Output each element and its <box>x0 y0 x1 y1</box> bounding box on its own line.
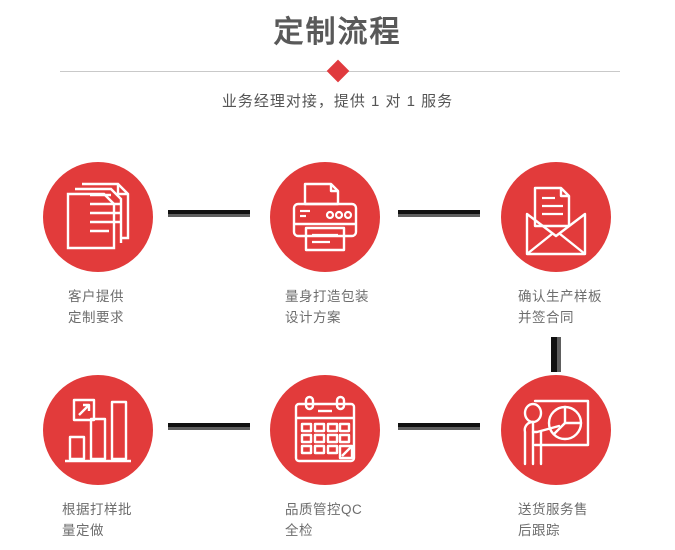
step-4-caption: 根据打样批 量定做 <box>62 499 212 541</box>
step-5-caption: 品质管控QC 全检 <box>285 499 435 541</box>
step-2-icon-circle[interactable] <box>270 162 380 272</box>
step-5-line1: 品质管控QC <box>285 502 363 517</box>
bar-chart-growth-icon <box>65 398 131 463</box>
step-3-caption: 确认生产样板 并签合同 <box>518 286 668 328</box>
connector-bar-3-6-vertical <box>551 337 561 372</box>
step-5-line2: 全检 <box>285 523 313 538</box>
page-title: 定制流程 <box>273 16 402 49</box>
connector-bar-5-6 <box>398 423 480 430</box>
diamond-marker-icon <box>326 59 350 83</box>
step-6-line1: 送货服务售 <box>518 502 588 517</box>
envelope-document-icon <box>525 186 587 256</box>
step-1-icon-circle[interactable] <box>43 162 153 272</box>
page-subtitle: 业务经理对接，提供 1 对 1 服务 <box>221 93 454 110</box>
step-1-line1: 客户提供 <box>68 289 124 304</box>
step-1-line2: 定制要求 <box>68 310 124 325</box>
connector-bar-4-5 <box>168 423 250 430</box>
presentation-pie-chart-icon <box>523 399 590 466</box>
step-6-caption: 送货服务售 后跟踪 <box>518 499 668 541</box>
documents-stack-icon <box>66 182 130 250</box>
step-4-icon-circle[interactable] <box>43 375 153 485</box>
step-5-icon-circle[interactable] <box>270 375 380 485</box>
step-2-line1: 量身打造包装 <box>285 289 369 304</box>
step-4-line1: 根据打样批 <box>62 502 132 517</box>
printer-icon <box>292 182 358 252</box>
step-3-line1: 确认生产样板 <box>518 289 602 304</box>
calendar-check-icon <box>294 395 356 463</box>
step-4-line2: 量定做 <box>62 523 104 538</box>
step-3-icon-circle[interactable] <box>501 162 611 272</box>
connector-bar-2-3 <box>398 210 480 217</box>
step-2-caption: 量身打造包装 设计方案 <box>285 286 435 328</box>
step-3-line2: 并签合同 <box>518 310 574 325</box>
step-1-caption: 客户提供 定制要求 <box>68 286 218 328</box>
step-6-icon-circle[interactable] <box>501 375 611 485</box>
connector-bar-1-2 <box>168 210 250 217</box>
step-6-line2: 后跟踪 <box>518 523 560 538</box>
step-2-line2: 设计方案 <box>285 310 341 325</box>
